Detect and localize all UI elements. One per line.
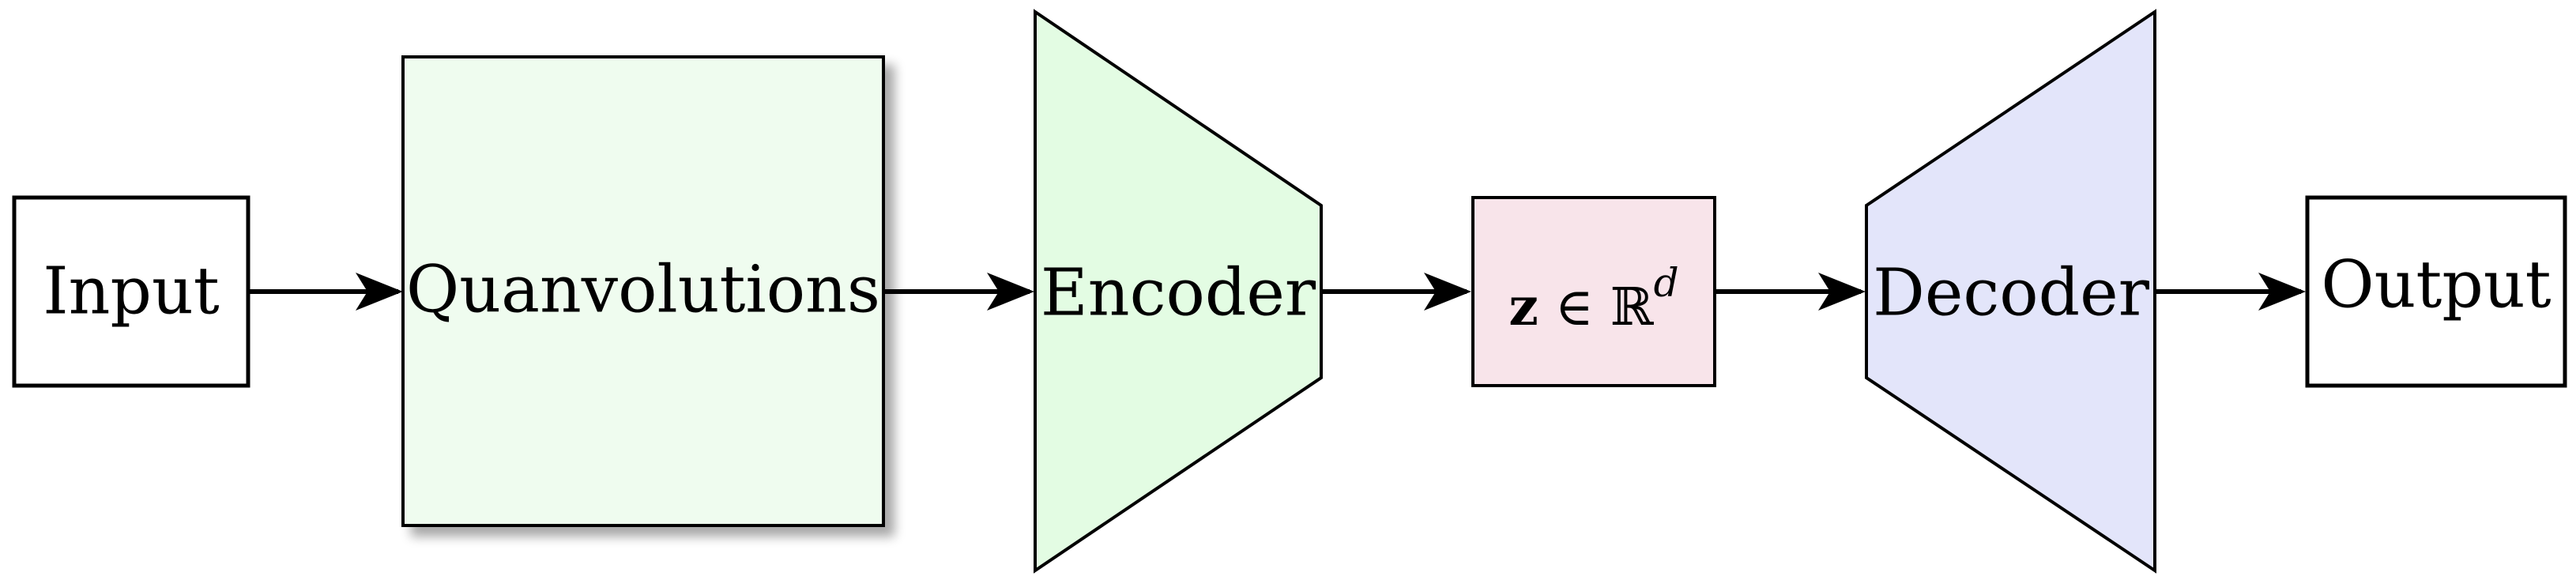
decoder-label: Decoder: [1873, 256, 2150, 331]
quanvolutions-label: Quanvolutions: [406, 253, 880, 328]
latent-label: z ∈ ℝd: [1508, 260, 1678, 337]
decoder-trapezoid: [1865, 9, 2156, 574]
quanvolutions-box: [401, 55, 885, 527]
output-box: [2305, 195, 2567, 388]
encoder-label: Encoder: [1041, 256, 1316, 331]
input-box: [12, 195, 250, 388]
latent-dimension-superscript: d: [1654, 260, 1679, 306]
output-label: Output: [2321, 248, 2551, 323]
latent-z-symbol: z: [1508, 276, 1538, 337]
output-node: Output: [2305, 195, 2567, 388]
latent-in-symbol: ∈: [1538, 277, 1610, 337]
decoder-node: Decoder: [1865, 9, 2156, 574]
latent-space-symbol: ℝ: [1610, 277, 1655, 337]
quanvolutions-node: Quanvolutions: [401, 55, 885, 527]
latent-node: z ∈ ℝd: [1471, 196, 1716, 387]
encoder-trapezoid: [1034, 9, 1323, 574]
input-node: Input: [12, 195, 250, 388]
input-label: Input: [43, 254, 220, 330]
encoder-node: Encoder: [1034, 9, 1323, 574]
latent-box: [1471, 196, 1716, 387]
